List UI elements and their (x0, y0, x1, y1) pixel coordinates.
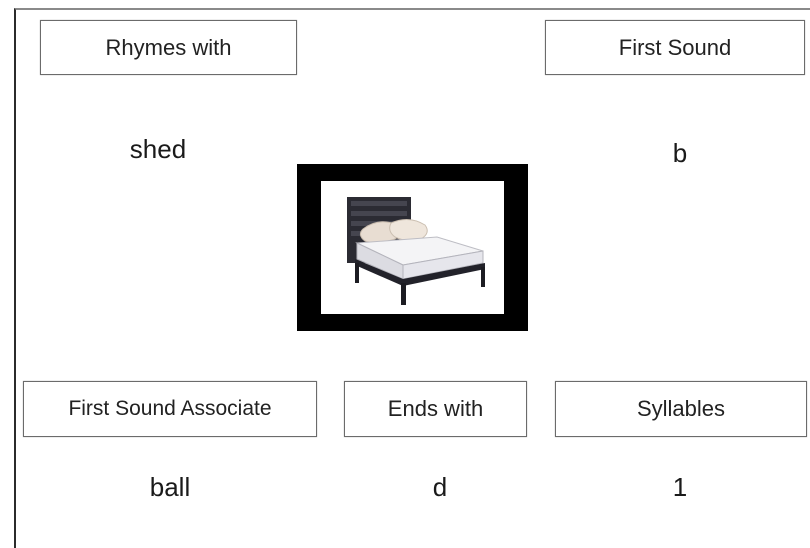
bed-icon (346, 196, 485, 305)
rhymes-with-value: shed (129, 134, 187, 164)
rhymes-with-label: Rhymes with (40, 20, 297, 75)
ends-with-label: Ends with (344, 381, 527, 437)
first-sound-label: First Sound (545, 20, 805, 75)
ends-with-value: d (432, 472, 448, 502)
bed-picture-frame (321, 181, 504, 314)
bed-picture (297, 164, 528, 331)
card-frame (14, 8, 810, 548)
first-sound-associate-label: First Sound Associate (23, 381, 317, 437)
syllables-value: 1 (672, 472, 688, 502)
first-sound-associate-value: ball (149, 472, 191, 502)
syllables-label: Syllables (555, 381, 807, 437)
first-sound-value: b (672, 138, 688, 168)
